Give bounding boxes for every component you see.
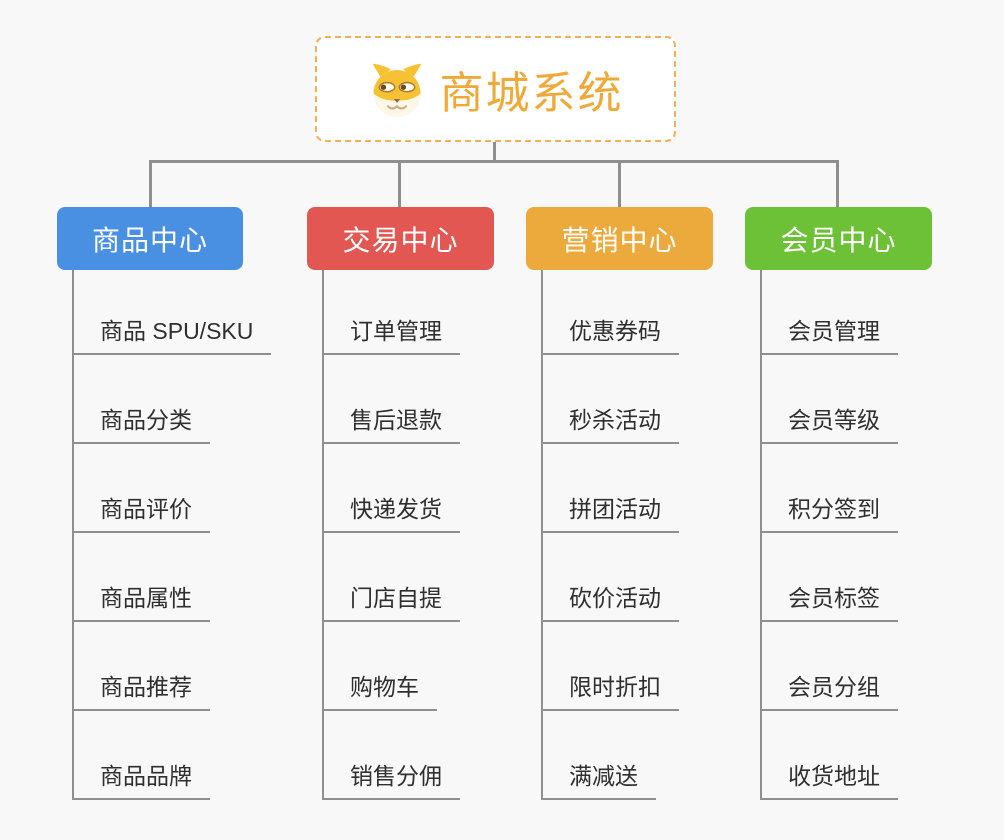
branch-children-product: 商品 SPU/SKU 商品分类 商品评价 商品属性 商品推荐 商品品牌 <box>72 270 272 800</box>
leaf-label: 商品推荐 <box>100 674 192 700</box>
connector-root-drop <box>493 142 496 162</box>
branch-children-member: 会员管理 会员等级 积分签到 会员标签 会员分组 收货地址 <box>760 270 898 800</box>
leaf-label: 秒杀活动 <box>569 407 661 433</box>
leaf-node[interactable]: 快递发货 <box>324 444 460 533</box>
leaf-label: 商品品牌 <box>100 763 192 789</box>
leaf-label: 门店自提 <box>350 585 442 611</box>
leaf-node[interactable]: 满减送 <box>543 711 656 800</box>
leaf-label: 商品属性 <box>100 585 192 611</box>
leaf-node[interactable]: 订单管理 <box>324 270 460 355</box>
leaf-label: 会员管理 <box>788 318 880 344</box>
leaf-label: 快递发货 <box>350 496 442 522</box>
leaf-node[interactable]: 门店自提 <box>324 533 460 622</box>
leaf-label: 优惠券码 <box>569 318 661 344</box>
connector-drop-branch-4 <box>836 160 839 207</box>
leaf-node[interactable]: 砍价活动 <box>543 533 679 622</box>
branch-children-marketing: 优惠券码 秒杀活动 拼团活动 砍价活动 限时折扣 满减送 <box>541 270 679 800</box>
branch-marketing-center: 营销中心 优惠券码 秒杀活动 拼团活动 砍价活动 限时折扣 满减送 <box>526 207 713 800</box>
leaf-label: 商品 SPU/SKU <box>100 318 254 344</box>
branch-head-trade[interactable]: 交易中心 <box>307 207 494 270</box>
leaf-node[interactable]: 购物车 <box>324 622 437 711</box>
leaf-node[interactable]: 商品 SPU/SKU <box>74 270 272 355</box>
leaf-node[interactable]: 会员分组 <box>762 622 898 711</box>
dog-face-icon <box>372 63 421 118</box>
leaf-label: 售后退款 <box>350 407 442 433</box>
leaf-label: 商品分类 <box>100 407 192 433</box>
branch-children-trade: 订单管理 售后退款 快递发货 门店自提 购物车 销售分佣 <box>322 270 460 800</box>
leaf-node[interactable]: 商品评价 <box>74 444 210 533</box>
connector-bus <box>149 160 839 163</box>
branch-head-product[interactable]: 商品中心 <box>57 207 243 270</box>
connector-drop-branch-3 <box>618 160 621 207</box>
branch-trade-center: 交易中心 订单管理 售后退款 快递发货 门店自提 购物车 销售分佣 <box>307 207 494 800</box>
branch-product-center: 商品中心 商品 SPU/SKU 商品分类 商品评价 商品属性 商品推荐 商品品牌 <box>57 207 272 800</box>
leaf-label: 销售分佣 <box>350 763 442 789</box>
leaf-node[interactable]: 商品推荐 <box>74 622 210 711</box>
leaf-node[interactable]: 优惠券码 <box>543 270 679 355</box>
leaf-node[interactable]: 会员管理 <box>762 270 898 355</box>
leaf-label: 购物车 <box>350 674 419 700</box>
leaf-label: 会员分组 <box>788 674 880 700</box>
root-title: 商城系统 <box>439 69 624 118</box>
branch-head-member[interactable]: 会员中心 <box>745 207 932 270</box>
leaf-label: 砍价活动 <box>569 585 661 611</box>
connector-drop-branch-1 <box>149 160 152 207</box>
leaf-node[interactable]: 限时折扣 <box>543 622 679 711</box>
branch-head-marketing[interactable]: 营销中心 <box>526 207 713 270</box>
leaf-label: 订单管理 <box>350 318 442 344</box>
leaf-node[interactable]: 拼团活动 <box>543 444 679 533</box>
leaf-node[interactable]: 商品品牌 <box>74 711 210 800</box>
leaf-node[interactable]: 销售分佣 <box>324 711 460 800</box>
leaf-node[interactable]: 会员标签 <box>762 533 898 622</box>
leaf-node[interactable]: 收货地址 <box>762 711 898 800</box>
leaf-label: 拼团活动 <box>569 496 661 522</box>
leaf-node[interactable]: 会员等级 <box>762 355 898 444</box>
leaf-node[interactable]: 积分签到 <box>762 444 898 533</box>
leaf-label: 会员等级 <box>788 407 880 433</box>
leaf-node[interactable]: 商品属性 <box>74 533 210 622</box>
leaf-label: 商品评价 <box>100 496 192 522</box>
root-node[interactable]: 商城系统 <box>315 36 676 142</box>
leaf-label: 会员标签 <box>788 585 880 611</box>
leaf-node[interactable]: 秒杀活动 <box>543 355 679 444</box>
leaf-node[interactable]: 售后退款 <box>324 355 460 444</box>
leaf-label: 积分签到 <box>788 496 880 522</box>
leaf-label: 限时折扣 <box>569 674 661 700</box>
branch-member-center: 会员中心 会员管理 会员等级 积分签到 会员标签 会员分组 收货地址 <box>745 207 932 800</box>
leaf-label: 满减送 <box>569 763 638 789</box>
leaf-label: 收货地址 <box>788 763 880 789</box>
leaf-node[interactable]: 商品分类 <box>74 355 210 444</box>
connector-drop-branch-2 <box>398 160 401 207</box>
